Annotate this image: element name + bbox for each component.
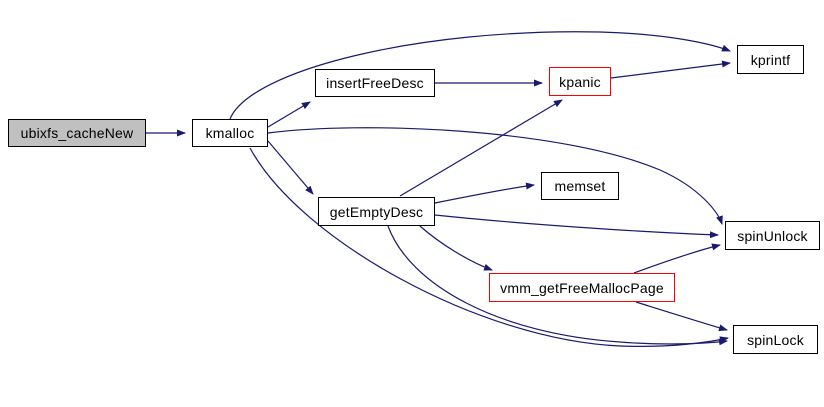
node-ubixfs_cacheNew[interactable]: ubixfs_cacheNew [8,119,146,147]
edge-kmalloc-to-kprintf [229,31,731,120]
node-spinUnlock[interactable]: spinUnlock [725,221,820,250]
edge-vmm_getFreeMallocPage-to-spinUnlock [633,243,721,274]
node-insertFreeDesc[interactable]: insertFreeDesc [315,69,435,97]
edge-kmalloc-to-spinUnlock [267,127,723,225]
edge-vmm_getFreeMallocPage-to-spinLock [635,301,728,332]
node-label-spinLock: spinLock [747,331,804,348]
node-label-spinUnlock: spinUnlock [737,227,808,244]
edge-getEmptyDesc-to-spinLock [387,225,728,346]
edge-getEmptyDesc-to-memset [434,182,535,204]
node-label-kpanic: kpanic [559,73,601,90]
edge-kmalloc-to-getEmptyDesc [267,140,314,195]
node-label-vmm_getFreeMallocPage: vmm_getFreeMallocPage [500,279,664,296]
node-label-kprintf: kprintf [750,51,791,68]
node-label-kmalloc: kmalloc [205,125,255,141]
node-getEmptyDesc[interactable]: getEmptyDesc [318,197,435,226]
node-label-getEmptyDesc: getEmptyDesc [329,203,424,220]
node-label-ubixfs_cacheNew: ubixfs_cacheNew [20,125,134,141]
node-vmm_getFreeMallocPage[interactable]: vmm_getFreeMallocPage [489,273,675,302]
edges-group [146,31,731,347]
edge-kmalloc-to-insertFreeDesc [267,101,311,128]
node-label-memset: memset [554,178,606,194]
node-memset[interactable]: memset [541,172,619,200]
edge-kmalloc-to-spinLock [249,147,729,347]
node-kprintf[interactable]: kprintf [737,45,804,74]
node-kmalloc[interactable]: kmalloc [192,119,268,147]
node-spinLock[interactable]: spinLock [733,325,818,354]
edge-getEmptyDesc-to-vmm_getFreeMallocPage [419,225,493,271]
node-kpanic[interactable]: kpanic [549,67,611,96]
node-label-insertFreeDesc: insertFreeDesc [326,75,424,91]
edge-getEmptyDesc-to-kpanic [399,99,563,197]
edge-getEmptyDesc-to-spinUnlock [434,214,719,239]
edge-kpanic-to-kprintf [610,60,731,79]
